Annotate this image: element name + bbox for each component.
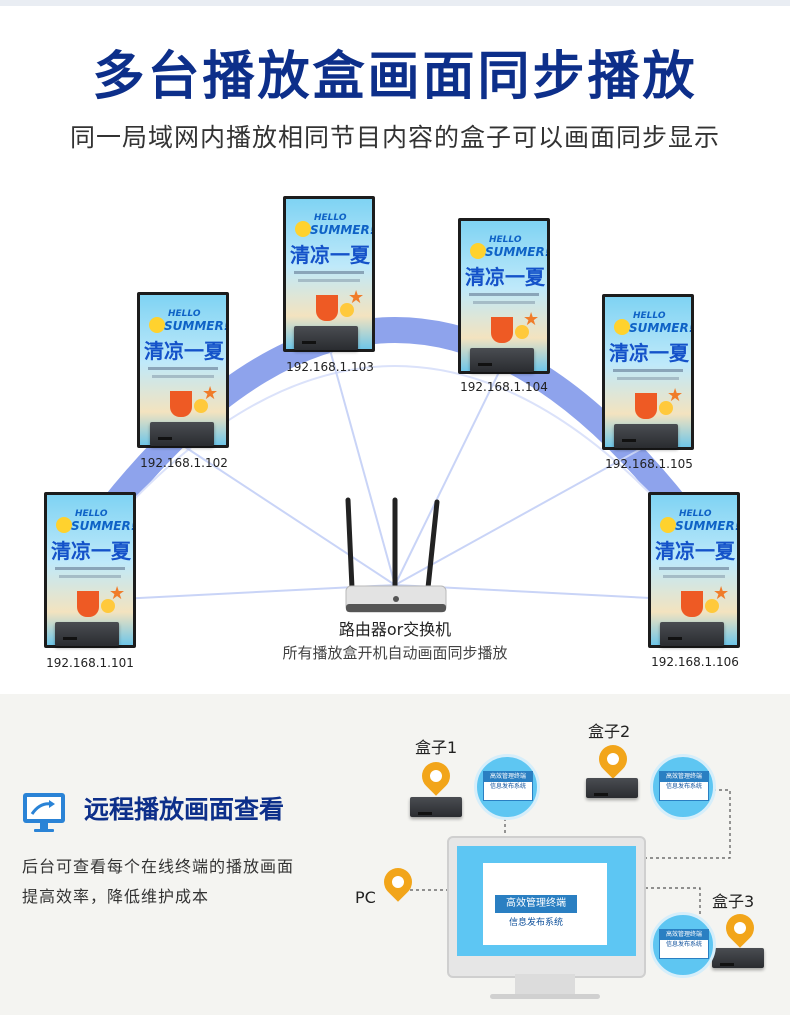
- player-ip-102: 192.168.1.102: [140, 456, 228, 470]
- monitor-icon: [23, 793, 65, 832]
- player-ip-101: 192.168.1.101: [46, 656, 134, 670]
- remote-view-title: 远程播放画面查看: [84, 795, 285, 824]
- pc-monitor: 高效管理终端 信息发布系统: [447, 836, 646, 978]
- drink-icon: [170, 391, 192, 417]
- sun-icon: [295, 221, 311, 237]
- sun-icon: [470, 243, 486, 259]
- player-box-101: [55, 622, 119, 646]
- page-subtitle: 同一局域网内播放相同节目内容的盒子可以画面同步显示: [69, 123, 720, 152]
- box3-device: [712, 948, 764, 968]
- starfish-icon: ★: [348, 287, 365, 308]
- starfish-icon: ★: [713, 583, 730, 604]
- monitor-base: [490, 994, 600, 999]
- player-box-103: [294, 326, 358, 350]
- line-104: [394, 369, 501, 586]
- player-box-104: [470, 348, 534, 372]
- player-box-106: [660, 622, 724, 646]
- sun-icon: [660, 517, 676, 533]
- router-icon: [345, 497, 447, 613]
- player-ip-106: 192.168.1.106: [651, 655, 739, 669]
- starfish-icon: ★: [523, 309, 540, 330]
- sun-icon: [149, 317, 165, 333]
- line-102: [181, 444, 396, 586]
- line-105: [394, 444, 649, 586]
- top-bar: [0, 0, 790, 6]
- remote-connection-lines: [410, 789, 731, 915]
- player-ip-103: 192.168.1.103: [286, 360, 374, 374]
- drink-icon: [491, 317, 513, 343]
- sun-icon: [614, 319, 630, 335]
- player-box-102: [150, 422, 214, 446]
- drink-icon: [681, 591, 703, 617]
- line-101: [99, 584, 396, 601]
- box2-screen-bubble: 高效管理终端信息发布系统: [650, 754, 716, 820]
- monitor-stand: [515, 974, 575, 996]
- sun-icon: [56, 517, 72, 533]
- starfish-icon: ★: [202, 383, 219, 404]
- pc-label: PC: [355, 888, 376, 907]
- drink-icon: [635, 393, 657, 419]
- page-title: 多台播放盒画面同步播放: [92, 47, 698, 107]
- router-label: 路由器or交换机: [338, 620, 452, 639]
- starfish-icon: ★: [667, 385, 684, 406]
- router-description: 所有播放盒开机自动画面同步播放: [282, 644, 508, 662]
- player-box-105: [614, 424, 678, 448]
- pc-app-subtitle: 信息发布系统: [508, 918, 563, 928]
- starfish-icon: ★: [109, 583, 126, 604]
- box3-label: 盒子3: [712, 892, 755, 911]
- player-ip-104: 192.168.1.104: [460, 380, 548, 394]
- box2-device: [586, 778, 638, 798]
- box1-label: 盒子1: [415, 738, 458, 757]
- connection-lines: [99, 349, 691, 601]
- drink-icon: [316, 295, 338, 321]
- remote-desc-line1: 后台可查看每个在线终端的播放画面: [22, 857, 295, 876]
- box1-device: [410, 797, 462, 817]
- line-103: [329, 349, 396, 586]
- box1-screen-bubble: 高效管理终端信息发布系统: [474, 754, 540, 820]
- box3-screen-bubble: 高效管理终端信息发布系统: [650, 912, 716, 978]
- drink-icon: [77, 591, 99, 617]
- pc-app-title: 高效管理终端: [495, 895, 577, 913]
- player-ip-105: 192.168.1.105: [605, 457, 693, 471]
- box2-label: 盒子2: [588, 722, 631, 741]
- remote-desc-line2: 提高效率，降低维护成本: [22, 887, 210, 906]
